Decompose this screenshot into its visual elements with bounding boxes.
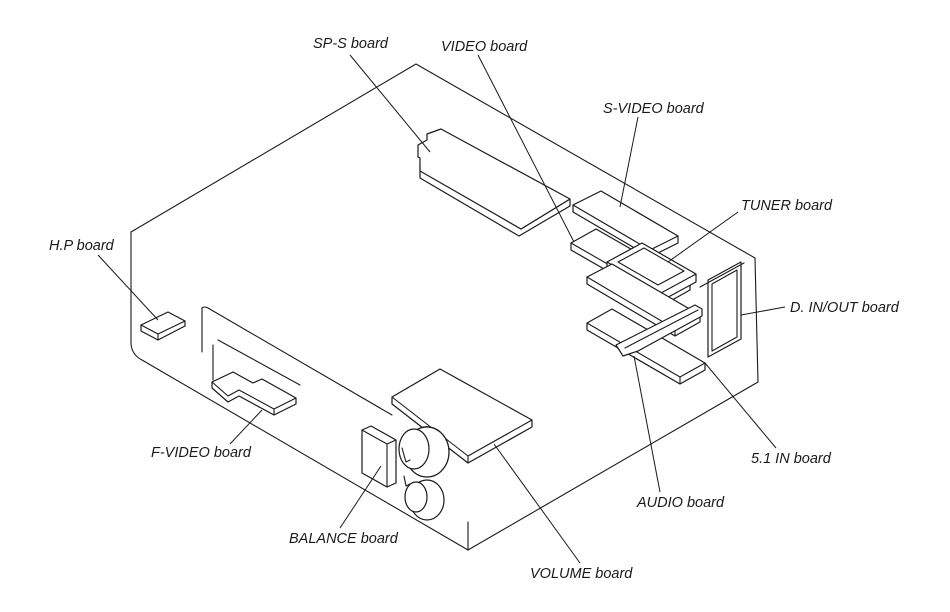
f-video-board <box>211 371 297 416</box>
hp-board <box>140 311 186 341</box>
label-sp-s-board: SP-S board <box>313 36 389 52</box>
label-d-in-out-board: D. IN/OUT board <box>790 300 900 316</box>
label-video-board: VIDEO board <box>441 39 528 55</box>
label-tuner-board: TUNER board <box>741 198 833 214</box>
label-f-video-board: F-VIDEO board <box>151 445 252 461</box>
label-balance-board: BALANCE board <box>289 531 399 547</box>
leader-lines <box>97 54 786 564</box>
sp-s-board <box>417 128 571 237</box>
label-volume-board: VOLUME board <box>530 566 633 582</box>
label-five-one-in-board: 5.1 IN board <box>751 451 832 467</box>
label-s-video-board: S-VIDEO board <box>603 101 705 117</box>
label-hp-board: H.P board <box>49 238 115 254</box>
chassis <box>130 63 759 551</box>
label-audio-board: AUDIO board <box>636 495 725 511</box>
d-in-out-board <box>699 261 745 358</box>
balance-board <box>361 425 397 488</box>
five-one-in-board <box>615 304 703 357</box>
volume-knob <box>398 426 450 478</box>
balance-knob <box>403 475 445 521</box>
volume-board <box>391 368 533 464</box>
